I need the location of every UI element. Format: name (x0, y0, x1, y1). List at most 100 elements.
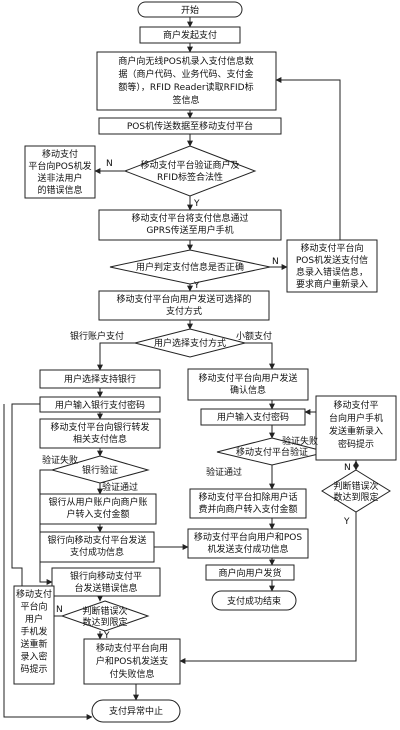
svg-text:用户输入银行支付密码: 用户输入银行支付密码 (55, 399, 145, 411)
node-bank-verify: 银行验证 (50, 455, 150, 484)
svg-text:银行向移动支付平台发送支付成功信息: 银行向移动支付平台发送支付成功信息 (47, 534, 146, 558)
svg-text:移动支付平台向用户发送确认信息: 移动支付平台向用户发送确认信息 (198, 372, 297, 396)
text-line: 用户 (25, 613, 43, 625)
text-line: 移动支付平台向用 (96, 642, 168, 654)
text-line: 移动支付 (42, 148, 78, 160)
text-line: 银行向移动支付平台发送 (47, 534, 146, 546)
text-line: 平台向 (20, 601, 47, 613)
edge-labels: N Y N Y 银行账户支付 小额支付 验证失败 验证通过 验证失败 验证通过 … (42, 159, 351, 641)
edge-choose-bank (97, 342, 135, 371)
node-bank-err: 银行向移动支付平台发送错误信息 (51, 567, 161, 597)
text-line: 发送重新录入 (329, 425, 383, 437)
node-user-judge: 用户判定支付信息是否正确 (109, 249, 271, 285)
node-confirm-info: 移动支付平台向用户发送确认信息 (187, 368, 309, 401)
node-choose-method: 用户选择支付方式 (134, 328, 246, 358)
svg-text:移动支付平台向用户发送可选择的支付方式: 移动支付平台向用户发送可选择的支付方式 (116, 293, 251, 317)
svg-text:移动支付平台向银行转发相关支付信息: 移动支付平台向银行转发相关支付信息 (50, 421, 149, 445)
text-line: 商户向无线POS机录入支付信息数 (118, 55, 253, 67)
text-line: 费并向商户转入支付金额 (198, 503, 297, 515)
label-micro-pay: 小额支付 (236, 330, 272, 342)
text-line: RFID标签合法性 (157, 171, 223, 183)
label-pass-platform: 验证通过 (206, 466, 242, 478)
svg-text:商户向用户发货: 商户向用户发货 (218, 567, 281, 579)
text-line: 确认信息 (230, 384, 266, 396)
text-line: 据（商户代码、业务代码、支付金 (118, 68, 253, 80)
text-line: 移动支付平 (333, 399, 378, 411)
edge-reenter-enter (275, 77, 341, 240)
svg-text:用户选择支付方式: 用户选择支付方式 (154, 337, 226, 349)
text-line: 判断错误次 (82, 605, 127, 617)
svg-text:移动支付平台向用户和POS机发送支付失败信息: 移动支付平台向用户和POS机发送支付失败信息 (96, 642, 168, 680)
node-judge-right: 判断错误次数达到限定 (321, 469, 391, 513)
svg-text:商户向无线POS机录入支付信息数据（商户代码、业务代码、支付: 商户向无线POS机录入支付信息数据（商户代码、业务代码、支付金额等），RFID … (118, 55, 253, 106)
label-pass-bank: 验证通过 (102, 481, 138, 493)
text-line: 移动支付平台扣除用户话 (198, 491, 297, 503)
edge-judgeright-fail (179, 512, 357, 664)
text-line: 手机发 (20, 626, 47, 638)
text-line: 判断错误次 (333, 480, 378, 492)
text-line: 台发送错误信息 (74, 582, 137, 594)
text-line: 移动支付平台向银行转发 (50, 421, 149, 433)
node-fail-info: 移动支付平台向用户和POS机发送支付失败信息 (83, 638, 181, 685)
node-resend-pwd-right: 移动支付平台向用户手机发送重新录入密码提示 (315, 395, 397, 461)
node-pos-transmit: POS机传送数据至移动支付平台 (98, 117, 282, 135)
svg-text:银行从用户账户向商户账户转入支付金额: 银行从用户账户向商户账户转入支付金额 (48, 496, 147, 520)
text-line: 台向用户手机 (329, 412, 383, 424)
text-line: 银行向移动支付平 (70, 570, 142, 582)
svg-text:判断错误次数达到限定: 判断错误次数达到限定 (82, 605, 127, 628)
label-fail-bank: 验证失败 (42, 454, 78, 466)
node-platform-verify: 移动支付平台验证 (216, 437, 328, 466)
text-line: 银行从用户账户向商户账 (48, 496, 147, 508)
node-deduct-bill: 移动支付平台扣除用户话费并向商户转入支付金额 (189, 488, 307, 519)
text-line: 支付方式 (166, 305, 202, 317)
text-line: 相关支付信息 (73, 433, 127, 445)
text-line: 移动支付平台将支付信息通过 (131, 212, 248, 224)
text-line: 平台向POS机发 (28, 160, 91, 172)
text-line: 额等），RFID Reader读取RFID标 (118, 81, 253, 93)
text-line: 移动支付平台向用户发送可选择的 (116, 293, 251, 305)
text-line: 录入密 (20, 651, 47, 663)
text-line: 的错误信息 (37, 184, 82, 196)
svg-text:商户发起支付: 商户发起支付 (163, 29, 217, 41)
node-initiate: 商户发起支付 (139, 26, 241, 44)
text-line: 移动支付平台向 (300, 242, 363, 254)
label-fail-platform: 验证失败 (282, 435, 318, 447)
svg-text:用户选择支持银行: 用户选择支持银行 (64, 373, 136, 385)
text-line: 户和POS机发送支 (96, 655, 168, 667)
svg-text:支付异常中止: 支付异常中止 (109, 705, 163, 717)
svg-text:用户输入支付密码: 用户输入支付密码 (217, 411, 289, 423)
label-n-judge: N (272, 257, 279, 267)
node-pay-end: 支付成功结束 (211, 590, 297, 611)
node-bank-transfer: 银行从用户账户向商户账户转入支付金额 (39, 493, 157, 525)
text-line: POS机发送支付信 (296, 254, 368, 266)
svg-text:移动支付平台验证: 移动支付平台验证 (236, 446, 308, 458)
svg-text:用户判定支付信息是否正确: 用户判定支付信息是否正确 (136, 261, 244, 273)
text-line: 数达到限定 (82, 616, 127, 628)
node-enter-info: 商户向无线POS机录入支付信息数据（商户代码、业务代码、支付金额等），RFID … (96, 51, 277, 111)
label-n-illegal: N (106, 159, 113, 169)
text-line: 密码提示 (338, 438, 374, 450)
svg-text:银行验证: 银行验证 (82, 464, 118, 476)
text-line: 机发送支付成功信息 (207, 543, 288, 555)
text-line: 送重新 (20, 638, 47, 650)
node-send-illegal-err: 移动支付平台向POS机发送非法用户的错误信息 (24, 145, 96, 199)
text-line: 支付成功信息 (70, 546, 124, 558)
label-y-judge-right: Y (343, 517, 350, 527)
text-line: 数达到限定 (333, 491, 378, 503)
node-input-bank-pwd: 用户输入银行支付密码 (39, 396, 161, 413)
edge-choose-micro (245, 342, 275, 370)
svg-text:支付成功结束: 支付成功结束 (227, 595, 281, 607)
text-line: 要求商户重新录入 (296, 278, 368, 290)
node-ship: 商户向用户发货 (205, 564, 295, 581)
node-resend-bank-pwd: 移动支付平台向用户手机发送重新录入密码提示 (13, 585, 55, 685)
text-line: 码提示 (20, 664, 47, 675)
edge-left-abort (3, 404, 93, 720)
node-judge-left: 判断错误次数达到限定 (60, 600, 150, 632)
node-abort: 支付异常中止 (91, 699, 181, 723)
svg-text:移动支付平台向用户手机发送重新录入密码提示: 移动支付平台向用户手机发送重新录入密码提示 (16, 588, 52, 675)
label-y-verify: Y (193, 199, 200, 209)
